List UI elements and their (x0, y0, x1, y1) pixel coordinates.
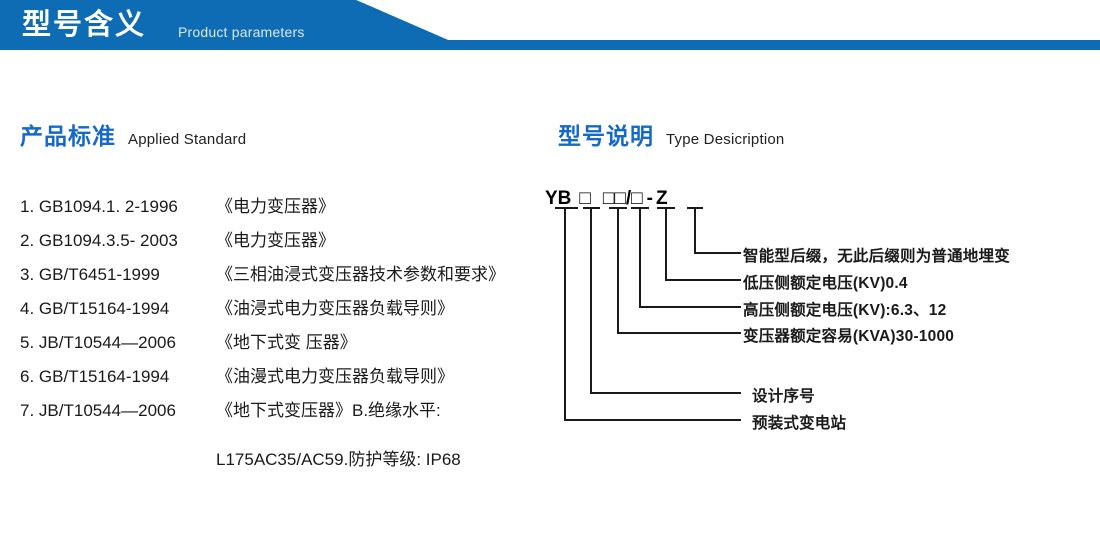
code-segment-capacity: □□ (602, 188, 626, 209)
section-heading-type-description-en: Type Desicription (666, 131, 785, 148)
standard-number: GB/T15164-1994 (38, 299, 170, 318)
standard-title: 《油浸式电力变压器负载导则》 (216, 299, 454, 318)
annotation-smart-suffix: 智能型后缀，无此后缀则为普通地埋变 (743, 248, 1010, 265)
standard-title: 《油漫式电力变压器负载导则》 (216, 367, 454, 386)
standard-code: 2. GB1094.3.5- 2003 (20, 231, 216, 251)
standard-number: GB/T15164-1994 (38, 367, 170, 386)
standard-index: 1. (20, 197, 35, 216)
standard-number: GB1094.3.5- 2003 (38, 231, 178, 250)
standard-index: 7. (20, 401, 35, 420)
code-segment-yb: YB (545, 188, 572, 209)
code-segment-dash: - (646, 188, 653, 209)
type-code-diagram: YB □ □□ /□ - Z (545, 185, 1100, 445)
standard-code: 1. GB1094.1. 2-1996 (20, 197, 216, 217)
annotation-lv-voltage: 低压侧额定电压(KV)0.4 (743, 275, 908, 292)
page-header: 型号含义 Product parameters (0, 0, 1100, 52)
standard-item: 2. GB1094.3.5- 2003 《电力变压器》 (20, 226, 550, 260)
header-title-cn: 型号含义 (22, 9, 147, 41)
header-banner-shape (0, 0, 1100, 50)
section-heading-type-description: 型号说明 Type Desicription (558, 117, 784, 151)
standard-number: JB/T10544—2006 (38, 333, 176, 352)
standard-item: 4. GB/T15164-1994 《油浸式电力变压器负载导则》 (20, 294, 550, 328)
annotation-hv-voltage: 高压侧额定电压(KV):6.3、12 (743, 302, 947, 319)
standard-number: GB/T6451-1999 (38, 265, 160, 284)
header-title-en: Product parameters (178, 24, 305, 40)
standard-index: 3. (20, 265, 35, 284)
type-code-leader-lines (555, 207, 741, 421)
standard-number: GB1094.1. 2-1996 (38, 197, 178, 216)
standard-code: 5. JB/T10544—2006 (20, 333, 216, 353)
standard-index: 4. (20, 299, 35, 318)
standard-item-continuation: L175AC35/AC59.防护等级: IP68 (216, 450, 461, 469)
annotation-design-serial: 设计序号 (752, 388, 815, 405)
standard-index: 5. (20, 333, 35, 352)
standard-code: 7. JB/T10544—2006 (20, 401, 216, 421)
standard-title: 《地下式变 压器》 (216, 333, 357, 352)
standard-title: 《三相油浸式变压器技术参数和要求》 (216, 265, 505, 284)
standard-index: 6. (20, 367, 35, 386)
standard-title: 《地下式变压器》B.绝缘水平: (216, 401, 441, 420)
standard-code: 3. GB/T6451-1999 (20, 265, 216, 285)
standard-item: 1. GB1094.1. 2-1996 《电力变压器》 (20, 192, 550, 226)
code-segment-design-serial: □ (579, 188, 591, 209)
section-heading-type-description-cn: 型号说明 (558, 123, 654, 149)
standard-item: 3. GB/T6451-1999 《三相油浸式变压器技术参数和要求》 (20, 260, 550, 294)
standard-number: JB/T10544—2006 (38, 401, 176, 420)
annotation-capacity: 变压器额定容易(KVA)30-1000 (743, 328, 955, 345)
section-heading-applied-standard: 产品标准 Applied Standard (20, 117, 246, 151)
applied-standards-list: 1. GB1094.1. 2-1996 《电力变压器》 2. GB1094.3.… (20, 192, 550, 470)
code-segment-hv-voltage: /□ (625, 188, 643, 209)
code-segment-smart-suffix: Z (655, 188, 668, 209)
standard-code: 6. GB/T15164-1994 (20, 367, 216, 387)
section-heading-applied-standard-cn: 产品标准 (20, 123, 116, 149)
standard-item: 6. GB/T15164-1994 《油漫式电力变压器负载导则》 (20, 362, 550, 396)
standard-item: 5. JB/T10544—2006 《地下式变 压器》 (20, 328, 550, 362)
standard-item: 7. JB/T10544—2006 《地下式变压器》B.绝缘水平: (20, 396, 550, 430)
section-heading-applied-standard-en: Applied Standard (128, 131, 247, 148)
type-code-string: YB □ □□ /□ - Z (545, 185, 668, 213)
annotation-prefabricated-substation: 预装式变电站 (752, 415, 847, 432)
standard-index: 2. (20, 231, 35, 250)
standard-title: 《电力变压器》 (216, 197, 335, 216)
standard-title: 《电力变压器》 (216, 231, 335, 250)
standard-code: 4. GB/T15164-1994 (20, 299, 216, 319)
